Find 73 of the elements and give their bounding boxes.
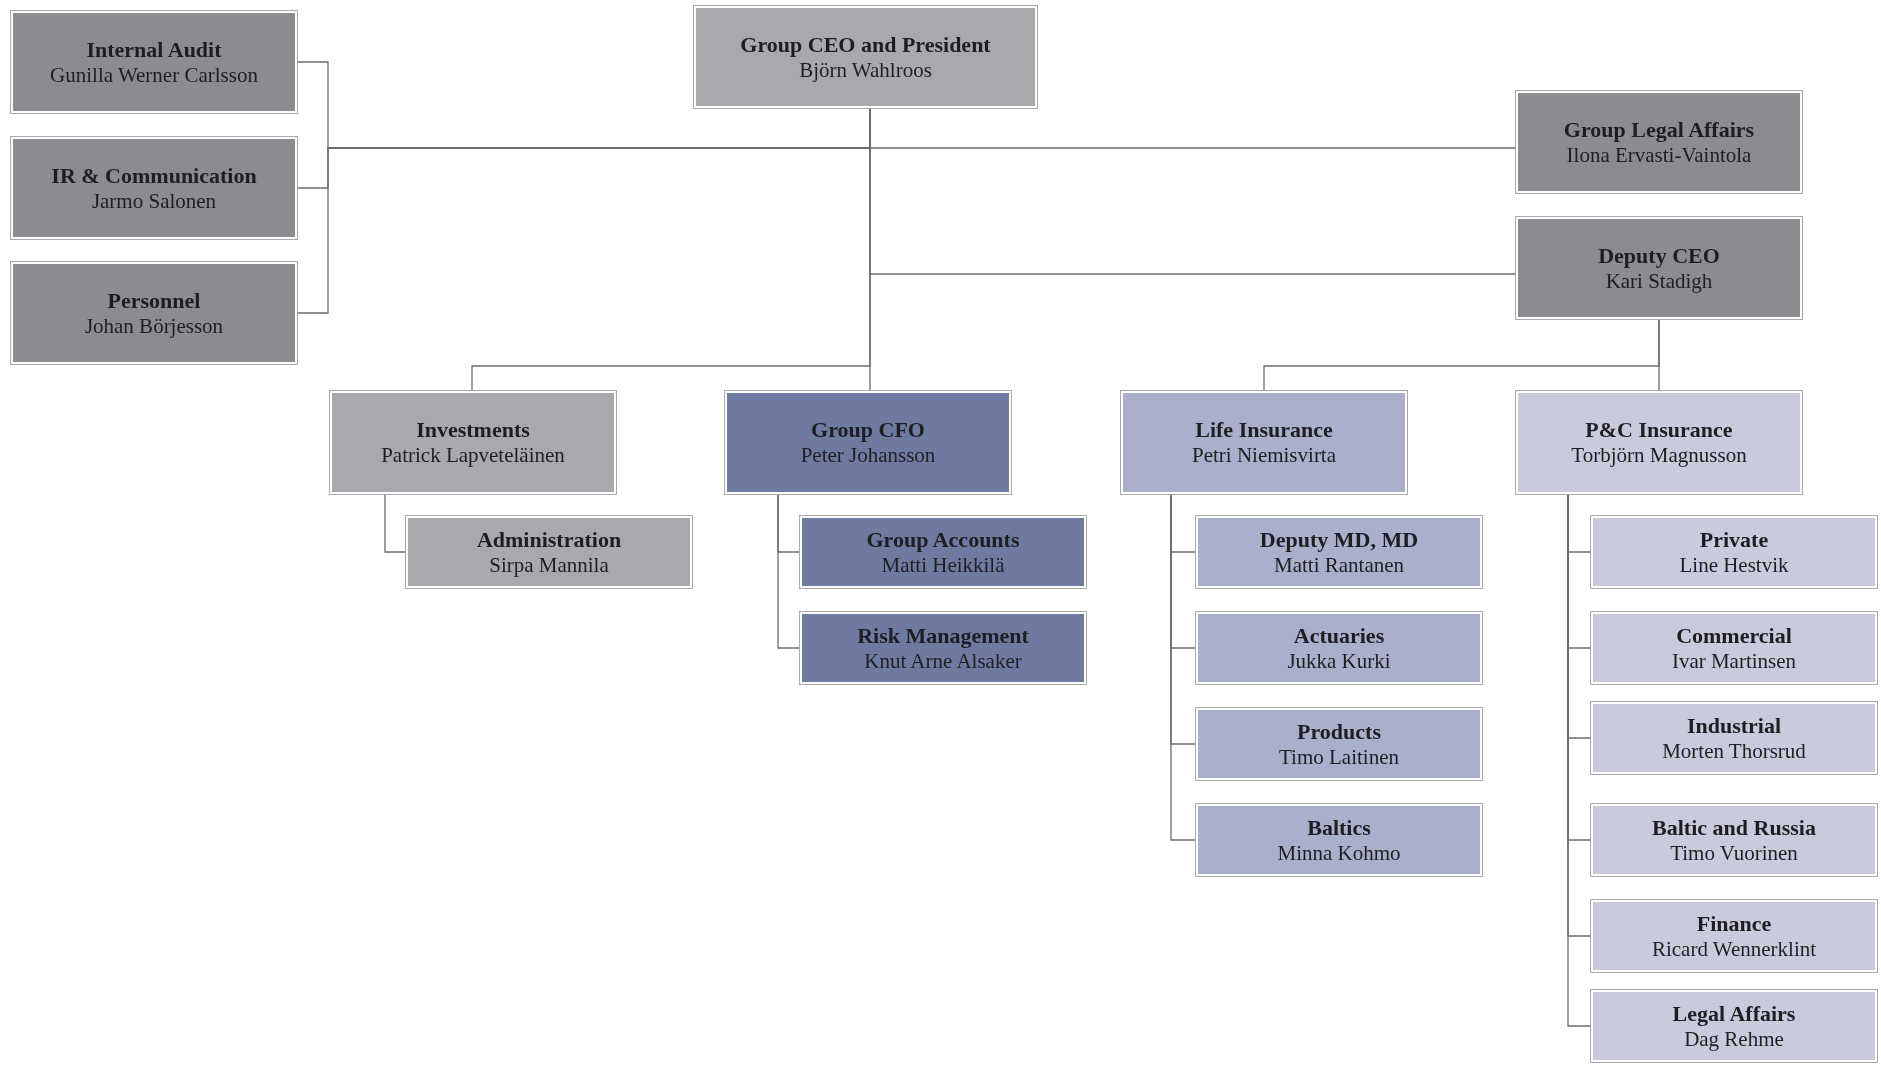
- person-name: Morten Thorsrud: [1662, 738, 1806, 764]
- connector-line: [384, 493, 407, 553]
- unit-title: IR & Communication: [51, 162, 257, 189]
- org-box: [1591, 516, 1877, 588]
- unit-title: Group CFO: [811, 417, 925, 443]
- person-name: Ivar Martinsen: [1671, 648, 1797, 674]
- person-name: Sirpa Mannila: [489, 552, 609, 578]
- unit-title: Group Accounts: [866, 526, 1020, 553]
- unit-title: Private: [1699, 526, 1769, 553]
- person-name: Torbjörn Magnusson: [1571, 443, 1747, 468]
- person-name: Gunilla Werner Carlsson: [50, 62, 258, 88]
- unit-title: Products: [1297, 718, 1381, 745]
- person-name: Matti Rantanen: [1273, 552, 1405, 578]
- unit-title: Commercial: [1676, 622, 1792, 649]
- org-box: [1516, 391, 1802, 494]
- person-name: Peter Johansson: [800, 443, 936, 468]
- org-box: [1196, 612, 1482, 684]
- org-box: [1591, 612, 1877, 684]
- unit-title: Deputy CEO: [1598, 242, 1720, 269]
- person-name: Petri Niemisvirta: [1191, 443, 1337, 468]
- org-box: [1591, 702, 1877, 774]
- person-name: Jukka Kurki: [1287, 648, 1391, 674]
- unit-title: Deputy MD, MD: [1259, 526, 1419, 553]
- person-name: Patrick Lapveteläinen: [381, 443, 565, 468]
- unit-title: Baltics: [1307, 814, 1371, 841]
- org-box: [11, 262, 297, 364]
- org-box: [1196, 516, 1482, 588]
- org-box: [11, 137, 297, 239]
- unit-title: Group Legal Affairs: [1563, 116, 1755, 143]
- org-box: [694, 6, 1037, 108]
- person-name: Ricard Wennerklint: [1651, 936, 1817, 962]
- unit-title: Risk Management: [857, 622, 1029, 649]
- connector-line: [869, 107, 871, 392]
- org-box: [1591, 900, 1877, 972]
- org-box: [11, 11, 297, 113]
- org-box: [800, 612, 1086, 684]
- org-box: [1516, 91, 1802, 193]
- person-name: Björn Wahlroos: [799, 57, 932, 83]
- unit-title: Finance: [1696, 910, 1772, 937]
- unit-title: Internal Audit: [86, 36, 222, 63]
- person-name: Line Hestvik: [1679, 552, 1789, 578]
- org-box: [406, 516, 692, 588]
- person-name: Timo Laitinen: [1279, 744, 1399, 770]
- unit-title: Life Insurance: [1195, 417, 1333, 443]
- unit-title: Investments: [416, 417, 530, 443]
- person-name: Ilona Ervasti-Vaintola: [1566, 142, 1752, 168]
- person-name: Minna Kohmo: [1277, 840, 1401, 866]
- org-box: [1196, 708, 1482, 780]
- unit-title: Personnel: [107, 287, 201, 314]
- person-name: Johan Börjesson: [84, 313, 224, 339]
- org-box: [1196, 804, 1482, 876]
- org-box: [1121, 391, 1407, 494]
- unit-title: P&C Insurance: [1585, 417, 1733, 443]
- unit-title: Industrial: [1686, 712, 1782, 739]
- person-name: Kari Stadigh: [1605, 268, 1713, 294]
- person-name: Timo Vuorinen: [1670, 840, 1798, 866]
- connector-line: [777, 493, 801, 649]
- person-name: Knut Arne Alsaker: [864, 648, 1022, 674]
- person-name: Jarmo Salonen: [91, 188, 217, 214]
- org-box: [800, 516, 1086, 588]
- unit-title: Group CEO and President: [740, 31, 991, 58]
- org-box: [330, 391, 616, 494]
- connector-line: [1658, 318, 1660, 392]
- org-box: [725, 391, 1011, 494]
- person-name: Dag Rehme: [1684, 1026, 1784, 1052]
- person-name: Matti Heikkilä: [881, 552, 1005, 578]
- unit-title: Actuaries: [1293, 622, 1385, 649]
- unit-title: Administration: [476, 526, 622, 553]
- org-box: [1516, 217, 1802, 319]
- org-box: [1591, 990, 1877, 1062]
- org-box: [1591, 804, 1877, 876]
- unit-title: Baltic and Russia: [1652, 814, 1816, 841]
- unit-title: Legal Affairs: [1672, 1000, 1796, 1027]
